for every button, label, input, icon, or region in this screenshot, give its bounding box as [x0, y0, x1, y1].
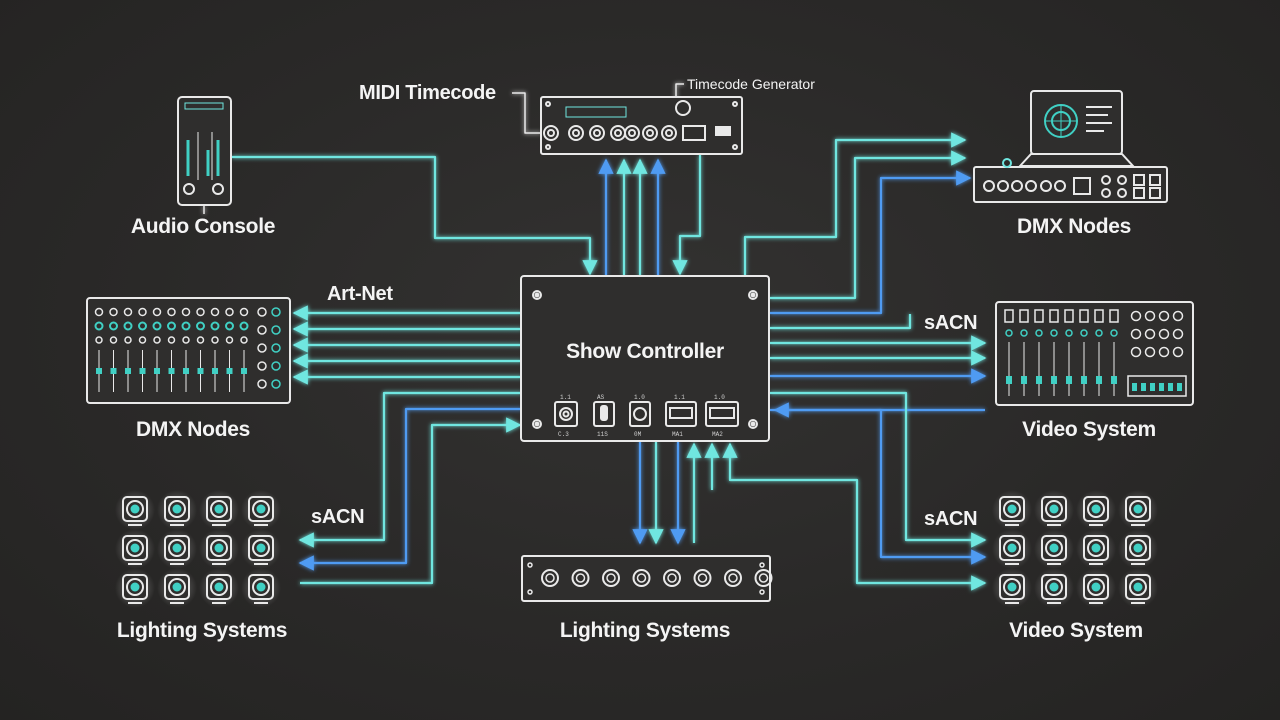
- light-fixture-icon: [1118, 529, 1158, 569]
- link-light-left-2: [298, 407, 522, 571]
- light-fixture-icon: [992, 568, 1032, 608]
- light-fixture-icon: [1076, 568, 1116, 608]
- light-fixture-icon: [1118, 568, 1158, 608]
- svg-text:1.0: 1.0: [714, 394, 725, 401]
- video-system-mid-device: [995, 301, 1194, 406]
- light-fixture-icon: [992, 529, 1032, 569]
- link-audio-console: [232, 155, 598, 276]
- dmx-nodes-top-right-device: [973, 90, 1168, 203]
- video-system-bottom-label: Video System: [1009, 619, 1143, 642]
- light-fixture-icon: [199, 529, 239, 569]
- dmx-nodes-left-label: DMX Nodes: [136, 418, 250, 441]
- svg-text:AS: AS: [597, 394, 605, 401]
- lighting-systems-left-label: Lighting Systems: [116, 619, 288, 642]
- sacn-left-label: sACN: [311, 506, 365, 528]
- link-dmx-right-2: [770, 150, 967, 300]
- video-system-mid-label: Video System: [1022, 418, 1156, 441]
- link-video-bottom-3: [770, 408, 987, 565]
- light-fixture-icon: [157, 529, 197, 569]
- svg-text:MA1: MA1: [672, 431, 683, 438]
- lighting-systems-left-fixtures: [115, 490, 281, 608]
- connection-lines: [203, 83, 1048, 591]
- svg-text:1.1: 1.1: [560, 394, 571, 401]
- timecode-generator-device: [540, 96, 743, 155]
- midi-timecode-label: MIDI Timecode: [359, 82, 496, 104]
- light-fixture-icon: [157, 568, 197, 608]
- link-light-left-3: [300, 417, 522, 585]
- audio-console-device: [177, 96, 232, 206]
- svg-text:MA2: MA2: [712, 431, 723, 438]
- light-fixture-icon: [199, 490, 239, 530]
- light-fixture-icon: [115, 568, 155, 608]
- light-fixture-icon: [1034, 490, 1074, 530]
- art-net-label: Art-Net: [327, 283, 393, 305]
- light-fixture-icon: [241, 568, 281, 608]
- light-fixture-icon: [1034, 529, 1074, 569]
- light-fixture-icon: [157, 490, 197, 530]
- show-controller: C.3 11S 0M MA1 MA2 1.1 AS 1.0 1.1 1.0: [520, 275, 770, 442]
- link-dmx-right-1: [743, 132, 967, 276]
- link-dmx-right-3: [770, 170, 972, 315]
- link-video-mid-1: [770, 314, 912, 330]
- light-fixture-icon: [241, 529, 281, 569]
- light-fixture-icon: [992, 490, 1032, 530]
- lighting-systems-center-label: Lighting Systems: [559, 619, 731, 642]
- audio-console-label: Audio Console: [130, 215, 276, 238]
- light-fixture-icon: [199, 568, 239, 608]
- dmx-nodes-left-device: [86, 297, 291, 404]
- svg-text:0M: 0M: [634, 431, 642, 438]
- light-fixture-icon: [115, 490, 155, 530]
- show-controller-label: Show Controller: [566, 340, 724, 363]
- leader-midi: [512, 92, 541, 134]
- light-fixture-icon: [1034, 568, 1074, 608]
- link-midi-loop: [672, 155, 702, 276]
- light-fixture-icon: [241, 490, 281, 530]
- sacn-right-bottom-label: sACN: [924, 508, 978, 530]
- sacn-right-top-label: sACN: [924, 312, 978, 334]
- link-light-left-1: [298, 391, 522, 548]
- light-fixture-icon: [1076, 529, 1116, 569]
- light-fixture-icon: [115, 529, 155, 569]
- light-fixture-icon: [1118, 490, 1158, 530]
- link-video-bottom-4: [722, 442, 987, 591]
- svg-text:1.1: 1.1: [674, 394, 685, 401]
- dmx-nodes-right-label: DMX Nodes: [1017, 215, 1131, 238]
- light-fixture-icon: [1076, 490, 1116, 530]
- svg-text:C.3: C.3: [558, 431, 569, 438]
- svg-text:1.0: 1.0: [634, 394, 645, 401]
- svg-text:11S: 11S: [597, 431, 608, 438]
- timecode-generator-label: Timecode Generator: [687, 76, 815, 92]
- lighting-systems-center-device: [521, 555, 773, 602]
- video-system-bottom-fixtures: [992, 490, 1158, 608]
- leader-timecode-gen: [675, 83, 684, 101]
